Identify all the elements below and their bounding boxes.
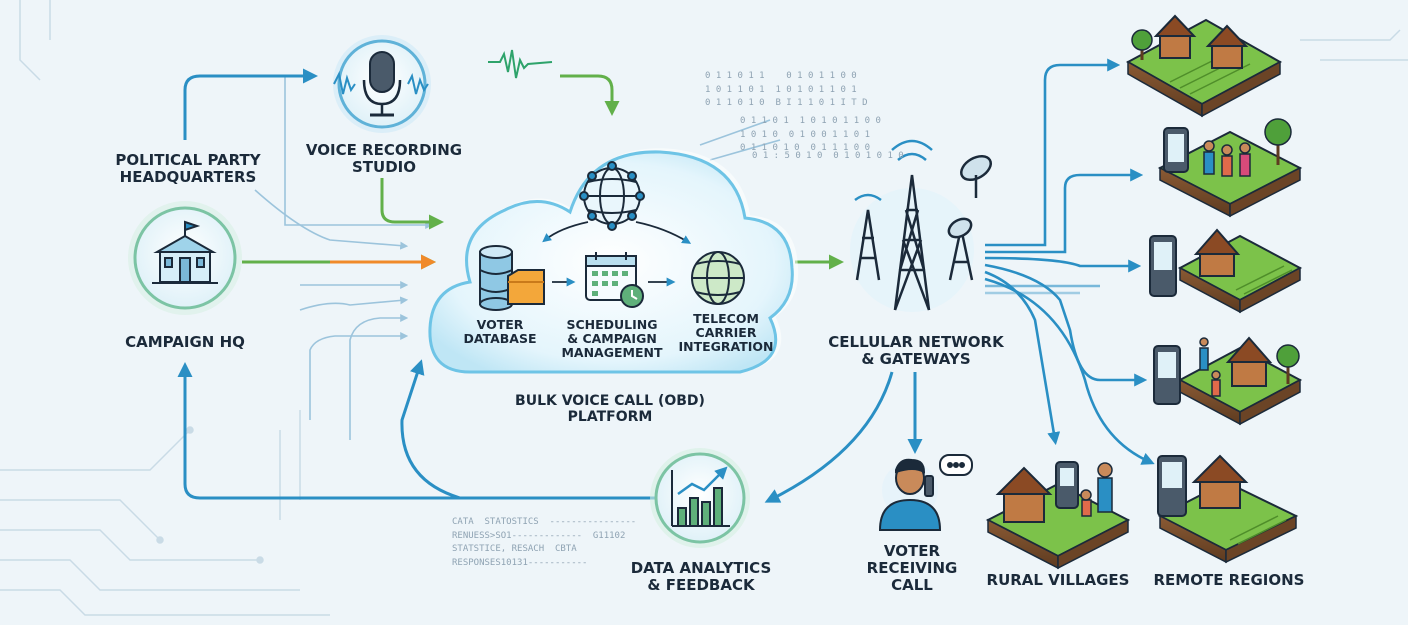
bar-chart-icon xyxy=(671,466,730,527)
cloud-platform[interactable] xyxy=(428,148,799,374)
voter-database-label: VOTER DATABASE xyxy=(463,317,537,346)
remote-region-tile xyxy=(1157,454,1299,564)
mobile-phone-icon xyxy=(1153,345,1181,405)
platform-label: BULK VOICE CALL (OBD) PLATFORM xyxy=(515,393,705,425)
microphone-icon xyxy=(333,51,429,117)
village-tile-2 xyxy=(1157,118,1303,218)
routing-lines xyxy=(254,75,781,440)
arrow-analytics-to-hq xyxy=(177,362,640,500)
house-icon xyxy=(1193,228,1241,277)
network-globe-icon xyxy=(579,161,645,231)
hq-top-label: POLITICAL PARTY HEADQUARTERS xyxy=(115,151,261,186)
house-icon xyxy=(1153,14,1249,69)
campaign-hq-node[interactable] xyxy=(128,201,242,315)
scheduling-label: SCHEDULING & CAMPAIGN MANAGEMENT xyxy=(561,317,663,360)
data-ticker: CATA STATOSTICS ---------------- RENUESS… xyxy=(452,517,637,568)
people-icon xyxy=(1203,140,1251,177)
analytics-label: DATA ANALYTICS & FEEDBACK xyxy=(630,559,772,594)
voter-person-icon xyxy=(878,454,973,531)
telecom-globe-icon xyxy=(691,251,745,305)
house-icon xyxy=(1191,454,1249,509)
arrow-hq-to-studio xyxy=(183,68,318,140)
tree-icon xyxy=(1276,344,1300,384)
mobile-phone-icon xyxy=(1055,461,1079,509)
waveform-icon xyxy=(488,49,553,79)
village-tile-3 xyxy=(1149,228,1303,314)
house-icon xyxy=(995,466,1053,523)
tree-icon xyxy=(1131,29,1153,60)
rural-village-tile xyxy=(985,461,1131,570)
analytics-node[interactable] xyxy=(650,448,750,548)
voice-studio-node[interactable] xyxy=(333,35,431,133)
village-tile-4 xyxy=(1153,336,1303,426)
fanout-arrows xyxy=(984,58,1155,465)
binary-ticker: 0 1 1 0 1 1 0 1 0 1 1 0 0 1 0 1 1 0 1 1 … xyxy=(705,71,868,108)
voter-label: VOTER RECEIVING CALL xyxy=(866,542,958,594)
arrow-wave-to-cloud xyxy=(560,74,620,116)
building-icon xyxy=(152,220,218,284)
campaign-hq-label: CAMPAIGN HQ xyxy=(125,333,245,351)
mobile-phone-icon xyxy=(1149,235,1177,297)
binary-ticker-3: 0 1 : 5 0 1 0 0 1 0 1 0 1 0 xyxy=(752,151,904,161)
binary-ticker-2: 0 1 1 0 1 1 0 1 0 1 1 0 0 1 0 1 0 0 1 0 … xyxy=(740,116,881,153)
cell-tower-icon xyxy=(850,139,992,312)
remote-regions-label: REMOTE REGIONS xyxy=(1153,571,1305,589)
people-icon xyxy=(1199,337,1221,397)
village-tile-1 xyxy=(1125,14,1283,118)
arrow-studio-to-cloud xyxy=(380,178,444,230)
rural-villages-label: RURAL VILLAGES xyxy=(986,571,1130,589)
arrow-network-to-analytics xyxy=(764,371,894,503)
calendar-icon xyxy=(585,252,644,308)
database-icon xyxy=(479,245,545,311)
house-icon xyxy=(1225,336,1273,387)
mobile-phone-icon xyxy=(1157,455,1187,517)
tree-icon xyxy=(1264,118,1292,165)
arrow-analytics-to-cloud xyxy=(400,359,660,500)
mobile-phone-icon xyxy=(1163,127,1189,173)
studio-label: VOICE RECORDING STUDIO xyxy=(305,141,463,176)
flow-arrows xyxy=(177,68,923,503)
network-label: CELLULAR NETWORK & GATEWAYS xyxy=(828,333,1004,368)
telecom-label: TELECOM CARRIER INTEGRATION xyxy=(678,311,774,354)
people-icon xyxy=(1080,462,1113,517)
